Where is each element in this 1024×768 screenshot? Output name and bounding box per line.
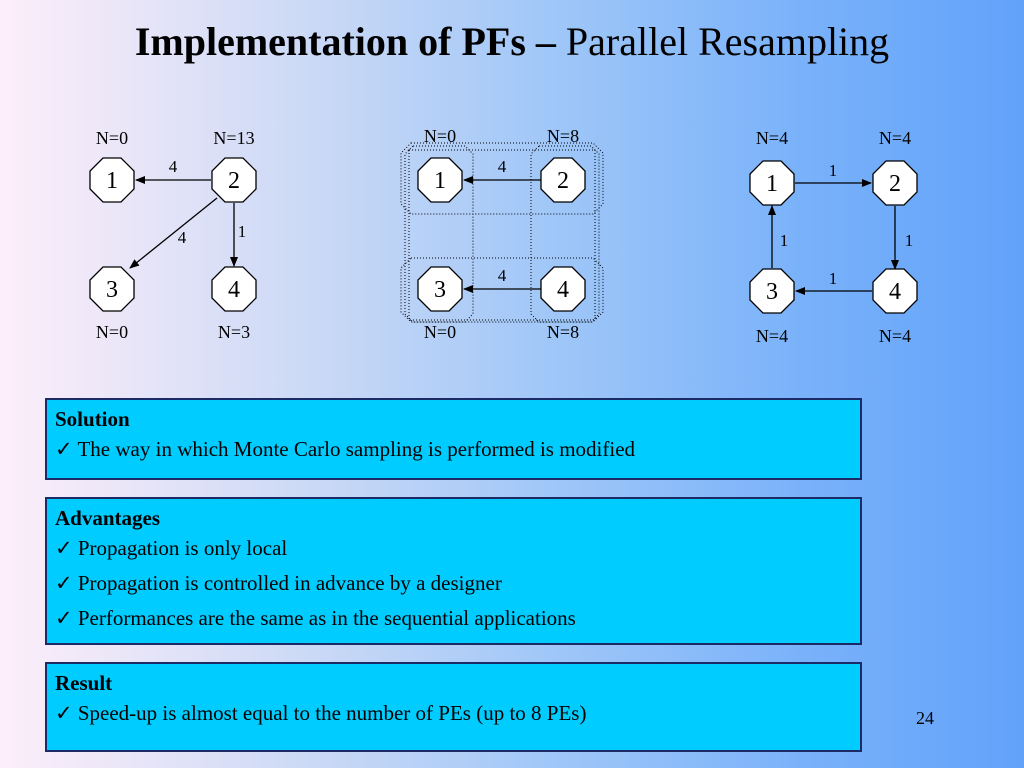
slide-title-sub: Parallel Resampling [565,19,890,64]
node-2-count: N=13 [213,128,254,148]
advantages-item: ✓ Propagation is only local [55,531,852,566]
node-4-count: N=4 [879,326,911,346]
node-4-count: N=3 [218,322,250,342]
solution-item-text: The way in which Monte Carlo sampling is… [77,437,636,461]
pe-node-1: 1 [89,157,135,203]
svg-text:2: 2 [228,168,240,194]
grouping-left-column [404,145,474,323]
diagram-1: 4 4 1 N=0 N=13 N=0 N=3 1 2 3 4 [89,128,257,342]
node-2-count: N=8 [547,126,579,146]
diagram-2-edges [463,176,541,293]
check-icon: ✓ [55,571,73,595]
svg-text:4: 4 [228,277,240,303]
check-icon: ✓ [55,701,73,725]
svg-text:1: 1 [434,168,446,194]
edge-label: 1 [829,161,838,180]
pe-node-3: 3 [417,266,463,312]
check-icon: ✓ [55,536,73,560]
edge-label: 4 [169,157,178,176]
grouping-right-column [530,145,600,323]
svg-text:3: 3 [434,277,446,303]
node-3-count: N=0 [96,322,128,342]
pe-node-3: 3 [749,268,795,314]
svg-text:4: 4 [889,279,901,305]
pe-node-4: 4 [872,268,918,314]
svg-text:3: 3 [766,279,778,305]
edge-label: 1 [829,269,838,288]
diagram-2-groupings [400,142,604,323]
advantages-heading: Advantages [55,506,161,530]
pe-node-4: 4 [211,266,257,312]
slide-number: 24 [916,708,934,728]
grouping-bottom-row [400,257,604,323]
solution-heading: Solution [55,407,130,431]
pe-node-2: 2 [540,157,586,203]
pe-node-3: 3 [89,266,135,312]
advantages-box: Advantages ✓ Propagation is only local ✓… [45,497,862,645]
result-heading: Result [55,671,113,695]
result-item-text: Speed-up is almost equal to the number o… [77,701,587,725]
advantages-item-text: Propagation is controlled in advance by … [77,571,502,595]
pe-node-1: 1 [417,157,463,203]
check-icon: ✓ [55,606,73,630]
pe-node-1: 1 [749,160,795,206]
svg-text:4: 4 [557,277,569,303]
advantages-item: ✓ Propagation is controlled in advance b… [55,566,852,601]
edge-2-to-3 [129,197,218,269]
diagram-2: 4 4 N=0 N=8 N=0 N=8 1 2 3 4 [417,126,586,342]
svg-text:3: 3 [106,277,118,303]
edge-label: 1 [238,222,247,241]
node-4-count: N=8 [547,322,579,342]
advantages-item: ✓ Performances are the same as in the se… [55,601,852,636]
solution-item: ✓ The way in which Monte Carlo sampling … [55,432,852,467]
diagram-3-edges [768,179,899,295]
check-icon: ✓ [55,437,73,461]
node-1-count: N=0 [96,128,128,148]
diagram-1-edges [129,176,238,269]
result-box: Result ✓ Speed-up is almost equal to the… [45,662,862,752]
resampling-diagrams: 4 4 1 N=0 N=13 N=0 N=3 1 2 3 4 4 4 N=0 [89,126,918,346]
node-1-count: N=4 [756,128,788,148]
advantages-item-text: Performances are the same as in the sequ… [77,606,576,630]
node-2-count: N=4 [879,128,911,148]
solution-box: Solution ✓ The way in which Monte Carlo … [45,398,862,480]
slide-title: Implementation of PFs – Parallel Resampl… [0,18,1024,65]
edge-label: 4 [498,266,507,285]
svg-text:2: 2 [557,168,569,194]
svg-text:1: 1 [766,171,778,197]
node-1-count: N=0 [424,126,456,146]
diagram-3: 1 1 1 1 N=4 N=4 N=4 N=4 1 2 3 4 [749,128,918,346]
edge-label: 1 [780,231,789,250]
advantages-item-text: Propagation is only local [77,536,288,560]
edge-label: 1 [905,231,914,250]
node-3-count: N=4 [756,326,788,346]
edge-label: 4 [498,157,507,176]
svg-text:2: 2 [889,171,901,197]
slide-title-main: Implementation of PFs – [134,19,556,64]
pe-node-4: 4 [540,266,586,312]
node-3-count: N=0 [424,322,456,342]
grouping-top-row [400,142,604,215]
edge-label: 4 [178,228,187,247]
pe-node-2: 2 [872,160,918,206]
grouping-outer-rect [408,149,596,321]
pe-node-2: 2 [211,157,257,203]
result-item: ✓ Speed-up is almost equal to the number… [55,696,852,731]
svg-text:1: 1 [106,168,118,194]
